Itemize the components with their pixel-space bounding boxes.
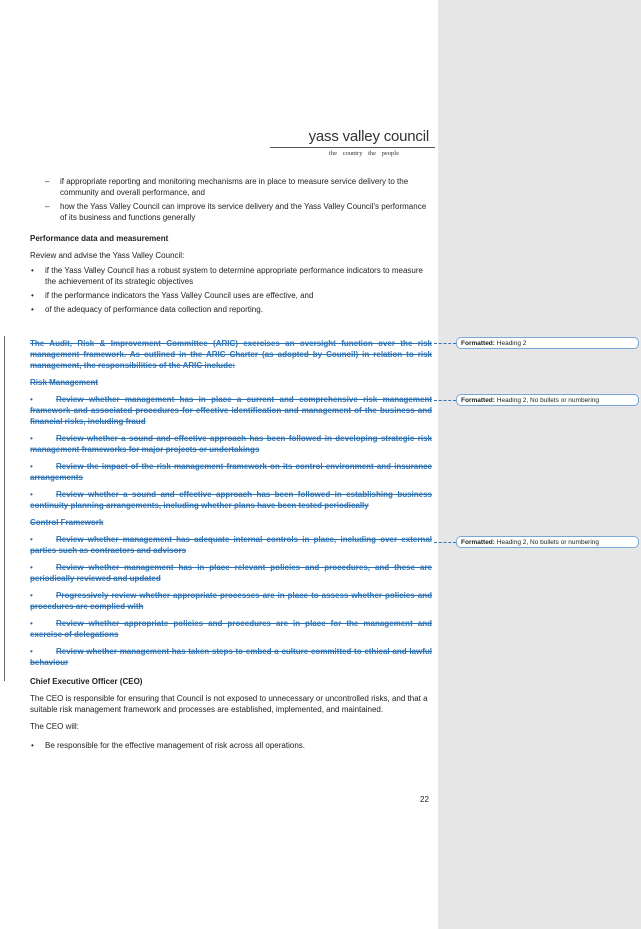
bullet-marker: •: [31, 305, 34, 314]
deleted-item: •Review whether a sound and effective ap…: [30, 490, 432, 510]
deleted-control-heading: Control Framework: [30, 518, 104, 527]
ceo-will: The CEO will:: [30, 722, 79, 731]
perf-lead: Review and advise the Yass Valley Counci…: [30, 251, 185, 260]
comment-connector: [434, 542, 456, 543]
deleted-item: •Review whether management has taken ste…: [30, 647, 432, 667]
dash-marker: –: [45, 202, 50, 211]
deleted-item: •Review whether appropriate policies and…: [30, 619, 432, 639]
logo-org-name: yass valley council: [308, 128, 430, 145]
format-comment[interactable]: Formatted: Heading 2, No bullets or numb…: [456, 394, 639, 406]
bullet-marker: •: [31, 266, 34, 275]
list-item: •of the adequacy of performance data col…: [31, 305, 263, 314]
markup-pane: [438, 0, 641, 929]
dash-text: how the Yass Valley Council can improve …: [60, 202, 427, 222]
dash-item: – if appropriate reporting and monitorin…: [30, 176, 432, 198]
perf-heading: Performance data and measurement: [30, 234, 169, 243]
format-comment[interactable]: Formatted: Heading 2: [456, 337, 639, 349]
bullet-marker: •: [31, 291, 34, 300]
format-comment[interactable]: Formatted: Heading 2, No bullets or numb…: [456, 536, 639, 548]
deleted-item: •Progressively review whether appropriat…: [30, 591, 432, 611]
dash-item: – how the Yass Valley Council can improv…: [30, 201, 432, 223]
deleted-intro: The Audit, Risk & Improvement Committee …: [30, 339, 432, 370]
deleted-item: •Review the impact of the risk managemen…: [30, 462, 432, 482]
document-page: [0, 0, 438, 929]
dash-marker: –: [45, 177, 50, 186]
deleted-section: The Audit, Risk & Improvement Committee …: [30, 338, 432, 668]
ceo-heading: Chief Executive Officer (CEO): [30, 677, 143, 686]
list-item: •if the performance indicators the Yass …: [31, 291, 314, 300]
change-bar: [4, 336, 5, 681]
council-logo: yass valley council the country the peop…: [270, 128, 435, 157]
ceo-paragraph: The CEO is responsible for ensuring that…: [30, 694, 428, 714]
list-item: •Be responsible for the effective manage…: [31, 741, 305, 750]
deleted-risk-heading: Risk Management: [30, 378, 99, 387]
deleted-item: •Review whether management has in place …: [30, 395, 432, 426]
logo-rule: [270, 147, 435, 148]
document-body: – if appropriate reporting and monitorin…: [30, 176, 432, 754]
logo-tagline: the country the people: [329, 150, 399, 157]
comment-connector: [434, 343, 456, 344]
page-number: 22: [420, 795, 429, 804]
comment-connector: [434, 400, 456, 401]
deleted-item: •Review whether a sound and effective ap…: [30, 434, 432, 454]
deleted-item: •Review whether management has adequate …: [30, 535, 432, 555]
list-item: •if the Yass Valley Council has a robust…: [31, 266, 423, 286]
bullet-marker: •: [31, 741, 34, 750]
dash-text: if appropriate reporting and monitoring …: [60, 177, 409, 197]
deleted-item: •Review whether management has in place …: [30, 563, 432, 583]
